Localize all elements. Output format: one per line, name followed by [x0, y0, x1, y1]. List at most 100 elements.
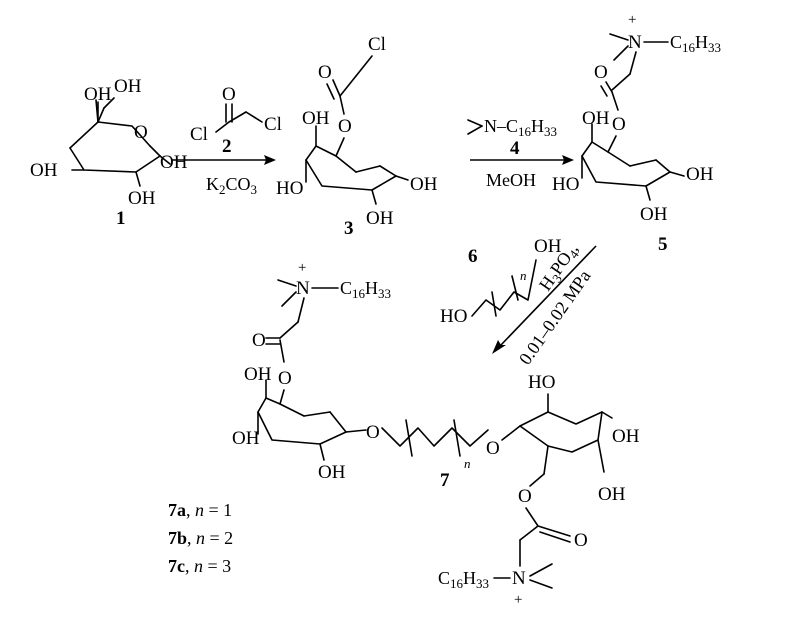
c2-cl-left: Cl [190, 124, 208, 145]
c3-co-dbl-a [332, 79, 341, 97]
c1-ring-back [69, 121, 151, 149]
arrow-3-head [492, 340, 506, 354]
c7-top-methyl-2 [281, 291, 297, 307]
c7-bottom-methyl-2 [529, 579, 553, 589]
c3-co-dbl-b [326, 83, 335, 100]
c3-ring-close2 [379, 165, 397, 177]
arrow-step-3: H3PO4, 0.01–0.02 MPa [492, 239, 597, 368]
c3-oh-left: HO [276, 178, 303, 199]
c1-oh-bottom: OH [128, 188, 156, 209]
c7-bottom-carbonyl-o: O [574, 530, 588, 551]
reagent-4: N–C16H33 4 [467, 116, 557, 159]
step2-reagent: N–C16H33 [484, 116, 557, 139]
c1-oh-top-left: OH [84, 84, 112, 105]
product-7c: 7c, n = 3 [168, 556, 231, 576]
reagent-6: 6 OH HO n [440, 236, 562, 327]
c2-bond-left [215, 121, 230, 133]
c3-ring-close [355, 165, 381, 173]
c7-linker [381, 427, 489, 447]
c1-bond-c6 [97, 107, 105, 123]
c4-methyl-2 [467, 125, 483, 135]
c1-ring-oxygen: O [134, 122, 148, 143]
c6-n: n [520, 268, 527, 283]
c3-bond-c2 [371, 189, 377, 205]
c2-cl-right: Cl [264, 114, 282, 135]
c7-bottom-ch2 [519, 525, 539, 541]
c5-ring-front [581, 155, 671, 187]
c7-oh-3: OH [318, 462, 346, 483]
arrow-1-head [264, 155, 276, 165]
c6-bracket-left [491, 291, 497, 317]
c2-bond-right [228, 111, 247, 123]
c5-ring-back [581, 141, 631, 167]
c1-oh-left: OH [30, 160, 58, 181]
compound-1: O OH OH OH OH OH 1 [30, 76, 188, 229]
c5-n-methyl-2 [613, 45, 629, 61]
c5-bond-ch2 [607, 135, 617, 153]
c7-right-c-oh2 [597, 439, 605, 473]
c5-oh-top: OH [582, 108, 610, 129]
c3-bond-c1 [395, 175, 409, 181]
c7-ring-left-close2 [329, 411, 347, 433]
compound-7: + N C16H33 O O OH OH OH O n O [232, 260, 640, 608]
c5-nitrogen: N [628, 32, 642, 53]
c2-bond-ch2 [245, 111, 263, 123]
c7-ring-left-front [257, 411, 347, 445]
c5-number: 5 [658, 234, 668, 255]
compound-5: + N C16H33 O O OH HO OH OH 5 [552, 12, 721, 255]
c3-cl: Cl [368, 34, 386, 55]
c5-ring-close [629, 159, 657, 167]
c5-ester-o: O [612, 114, 626, 135]
c7-linker-n: n [464, 456, 471, 471]
arrow-3-line [499, 245, 597, 347]
c7-bottom-dbl-a [537, 525, 571, 537]
c7-glyco-o-left: O [366, 422, 380, 443]
step2-solvent: MeOH [486, 170, 536, 190]
c6-number: 6 [468, 246, 478, 267]
c7-number: 7 [440, 470, 450, 491]
c7-top-ch2-co [279, 321, 299, 339]
c7-oh-4: HO [528, 372, 555, 393]
c5-oh-right: OH [686, 164, 714, 185]
c5-oh-bottom: OH [640, 204, 668, 225]
c5-oh-left: HO [552, 174, 579, 195]
c7-linker-bracket-r [453, 419, 461, 457]
c7-top-methyl-1 [277, 279, 297, 287]
c1-oh-top-right: OH [114, 76, 142, 97]
c5-carbonyl-o: O [594, 62, 608, 83]
arrow-step-1: K2CO3 [172, 155, 276, 197]
product-7a: 7a, n = 1 [168, 500, 232, 520]
c5-bond-ch2-co [611, 73, 631, 91]
c1-ring-front [69, 147, 161, 173]
c5-plus: + [628, 12, 636, 28]
c6-bracket-right [511, 275, 519, 301]
c7-linker-bracket-l [405, 419, 413, 457]
c5-n-methyl-1 [609, 33, 629, 41]
c3-ring-front [305, 159, 397, 191]
c6-chain [471, 259, 537, 317]
c1-ring-right [149, 145, 161, 157]
c7-bottom-ester [525, 507, 539, 527]
c1-bond-c2 [135, 171, 141, 187]
c5-co-dbl-a [605, 81, 613, 93]
c5-bond-n-ch2 [629, 51, 637, 75]
c1-oh-right: OH [160, 152, 188, 173]
c3-oh-bottom: OH [366, 208, 394, 229]
c7-left-c2 [319, 443, 325, 461]
c5-co-dbl-b [600, 85, 608, 97]
c5-bond-c1 [669, 171, 685, 177]
c4-number: 4 [510, 138, 520, 159]
c3-number: 3 [344, 218, 354, 239]
c7-right-ch2 [543, 445, 549, 475]
compound-3: Cl O O OH HO OH OH 3 [276, 34, 438, 239]
c7-alkyl-bottom: C16H33 [438, 568, 489, 591]
c7-ring-left-back [257, 397, 305, 417]
c6-oh: OH [534, 236, 562, 257]
c3-ester-o: O [338, 116, 352, 137]
c7-right-c-oh1 [601, 411, 613, 419]
c3-oh-right: OH [410, 174, 438, 195]
c7-bottom-ester-o: O [518, 486, 532, 507]
c3-ring-back [305, 145, 357, 173]
c7-ring-right [519, 411, 603, 453]
